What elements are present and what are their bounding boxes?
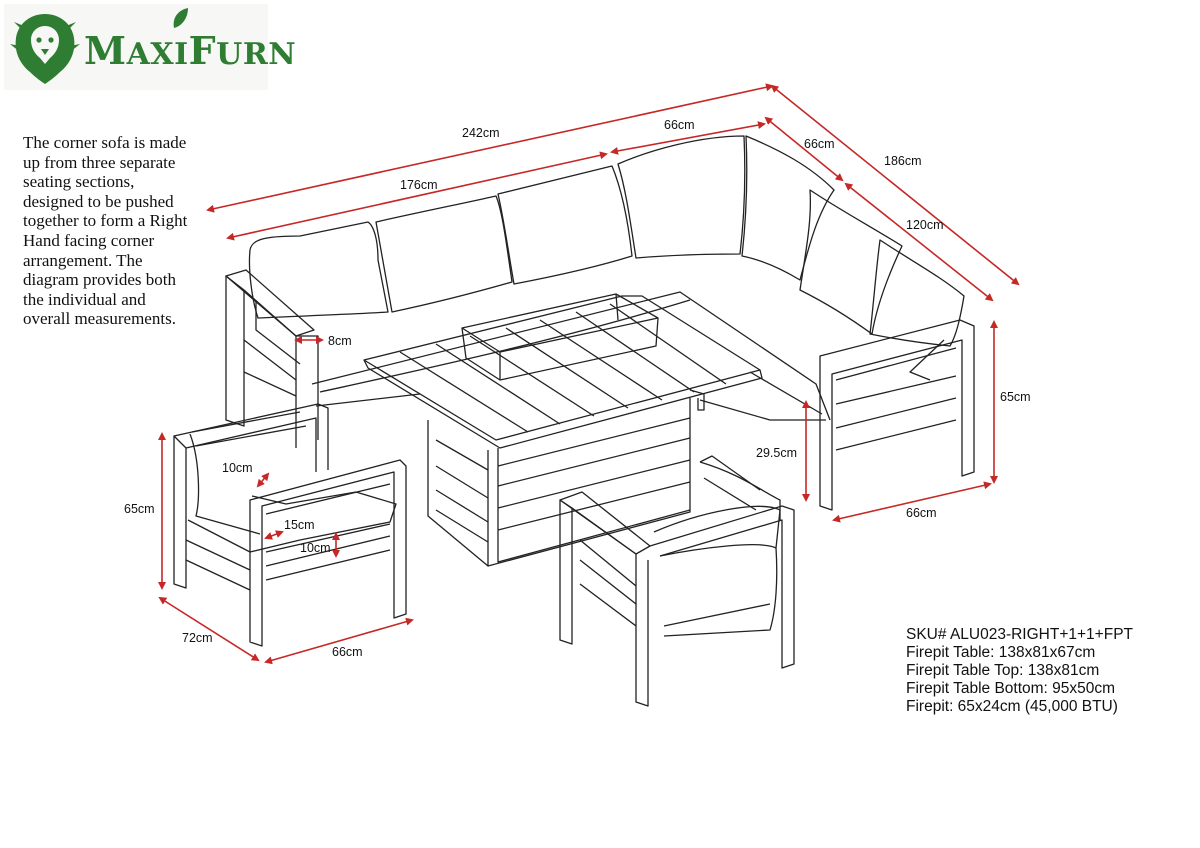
dim-label: 10cm	[222, 461, 253, 475]
corner-sofa	[225, 135, 975, 511]
dimension-labels: 242cm 176cm 66cm 66cm 186cm 120cm 8cm 65…	[124, 118, 1031, 659]
description-text: The corner sofa is made up from three se…	[23, 133, 208, 329]
dim-arrow	[158, 596, 260, 662]
leaf-icon	[173, 8, 188, 28]
dim-arrow	[610, 121, 766, 155]
description-line: up from three separate	[23, 152, 176, 172]
dim-label: 72cm	[182, 631, 213, 645]
dim-arrow	[844, 182, 994, 302]
dim-arrow	[206, 83, 774, 213]
spec-sku: SKU# ALU023-RIGHT+1+1+FPT	[906, 626, 1134, 643]
spec-line: Firepit Table Bottom: 95x50cm	[906, 680, 1116, 697]
dim-label: 176cm	[400, 178, 438, 192]
spec-line: Firepit Table Top: 138x81cm	[906, 662, 1100, 679]
dim-label: 66cm	[906, 506, 937, 520]
brand-logo: MAXIFURN	[4, 4, 296, 90]
product-specs: SKU# ALU023-RIGHT+1+1+FPT Firepit Table:…	[906, 626, 1133, 716]
armchair-right	[559, 455, 795, 707]
dimension-arrows	[158, 83, 1020, 665]
dim-label: 242cm	[462, 126, 500, 140]
description-line: designed to be pushed	[23, 191, 174, 211]
description-line: arrangement. The	[23, 250, 143, 270]
dim-label: 29.5cm	[756, 446, 797, 460]
description-line: diagram provides both	[23, 270, 176, 290]
dim-label: 120cm	[906, 218, 944, 232]
dim-label: 10cm	[300, 541, 331, 555]
description-line: Hand facing corner	[23, 230, 155, 250]
description-line: overall measurements.	[23, 309, 176, 329]
dim-label: 66cm	[664, 118, 695, 132]
dim-arrow	[264, 617, 414, 665]
dim-arrow	[256, 472, 270, 488]
dim-label: 15cm	[284, 518, 315, 532]
description-line: together to form a Right	[23, 211, 188, 231]
spec-line: Firepit Table: 138x81x67cm	[906, 644, 1096, 661]
dim-arrow	[770, 84, 1020, 286]
dim-arrow	[264, 530, 284, 540]
dim-label: 65cm	[1000, 390, 1031, 404]
lion-head-leaf-icon	[10, 14, 80, 84]
dim-label: 66cm	[332, 645, 363, 659]
description-line: seating sections,	[23, 172, 135, 192]
description-line: the individual and	[23, 289, 146, 309]
dim-arrow	[832, 481, 992, 523]
dim-label: 65cm	[124, 502, 155, 516]
dim-arrow	[226, 151, 608, 241]
description-line: The corner sofa is made	[23, 133, 187, 152]
brand-name: MAXIFURN	[84, 28, 297, 73]
dim-label: 8cm	[328, 334, 352, 348]
armchair-left	[173, 403, 407, 647]
dim-arrow	[764, 116, 844, 182]
firepit-table	[363, 293, 763, 567]
dim-label: 186cm	[884, 154, 922, 168]
spec-line: Firepit: 65x24cm (45,000 BTU)	[906, 698, 1118, 715]
dim-label: 66cm	[804, 137, 835, 151]
